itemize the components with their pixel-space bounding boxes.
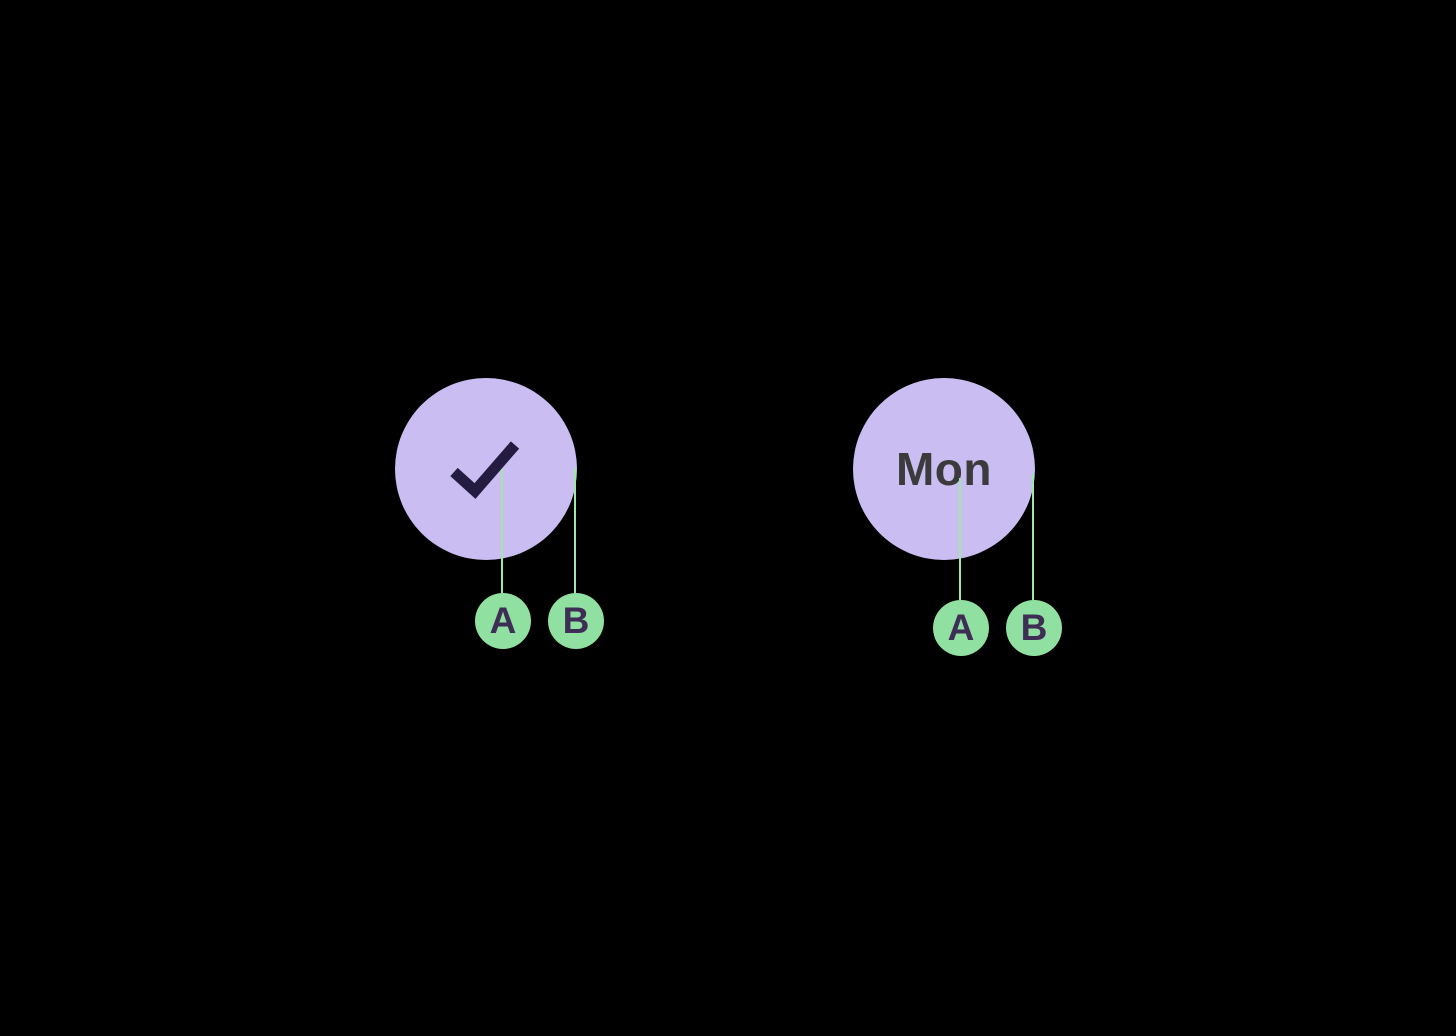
- connector-line-b: [1032, 474, 1034, 600]
- marker-b-label: B: [562, 600, 590, 641]
- marker-a[interactable]: A: [475, 593, 531, 649]
- day-button-mon[interactable]: Mon: [853, 378, 1035, 560]
- connector-line-a: [959, 478, 961, 600]
- connector-line-a: [501, 469, 503, 593]
- marker-a[interactable]: A: [933, 600, 989, 656]
- check-icon: [450, 441, 520, 499]
- day-label: Mon: [895, 443, 992, 495]
- marker-a-label: A: [947, 607, 975, 648]
- marker-b-label: B: [1020, 607, 1048, 648]
- day-button-checked[interactable]: [395, 378, 577, 560]
- connector-line-b: [574, 468, 576, 593]
- marker-a-label: A: [489, 600, 517, 641]
- marker-b[interactable]: B: [548, 593, 604, 649]
- marker-b[interactable]: B: [1006, 600, 1062, 656]
